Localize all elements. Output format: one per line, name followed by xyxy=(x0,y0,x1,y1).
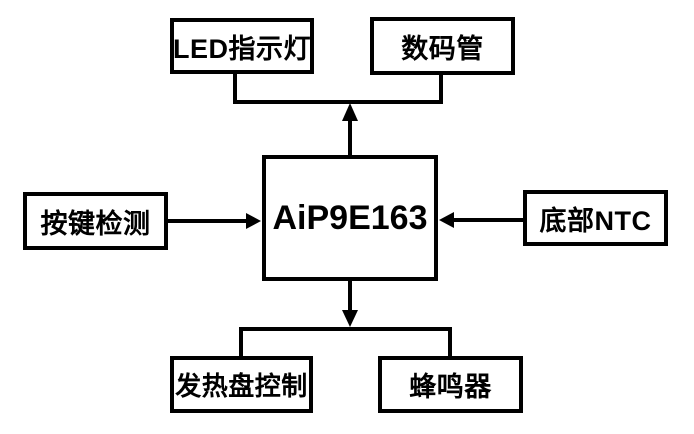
block-digit-tube: 数码管 xyxy=(370,17,515,75)
block-buzzer: 蜂鸣器 xyxy=(378,356,523,413)
connector-top-blocks xyxy=(233,74,443,104)
arrow-up-icon xyxy=(342,103,358,156)
block-led-indicator-label: LED指示灯 xyxy=(173,33,311,64)
block-heating-plate-control-label: 发热盘控制 xyxy=(175,371,308,401)
block-mcu-aip9e163: AiP9E163 xyxy=(262,155,438,281)
block-key-detect: 按键检测 xyxy=(23,192,168,250)
arrow-right-icon xyxy=(167,213,261,229)
block-bottom-ntc-label: 底部NTC xyxy=(539,205,652,236)
block-mcu-label: AiP9E163 xyxy=(272,198,428,237)
arrow-down-icon xyxy=(342,280,358,327)
connector-bottom-blocks xyxy=(239,327,452,356)
block-bottom-ntc: 底部NTC xyxy=(523,190,668,246)
arrow-left-icon xyxy=(439,212,523,228)
block-key-detect-label: 按键检测 xyxy=(40,208,151,239)
block-buzzer-label: 蜂鸣器 xyxy=(409,372,492,402)
block-heating-plate-control: 发热盘控制 xyxy=(170,356,313,413)
block-digit-tube-label: 数码管 xyxy=(401,33,484,64)
block-led-indicator: LED指示灯 xyxy=(170,18,314,74)
